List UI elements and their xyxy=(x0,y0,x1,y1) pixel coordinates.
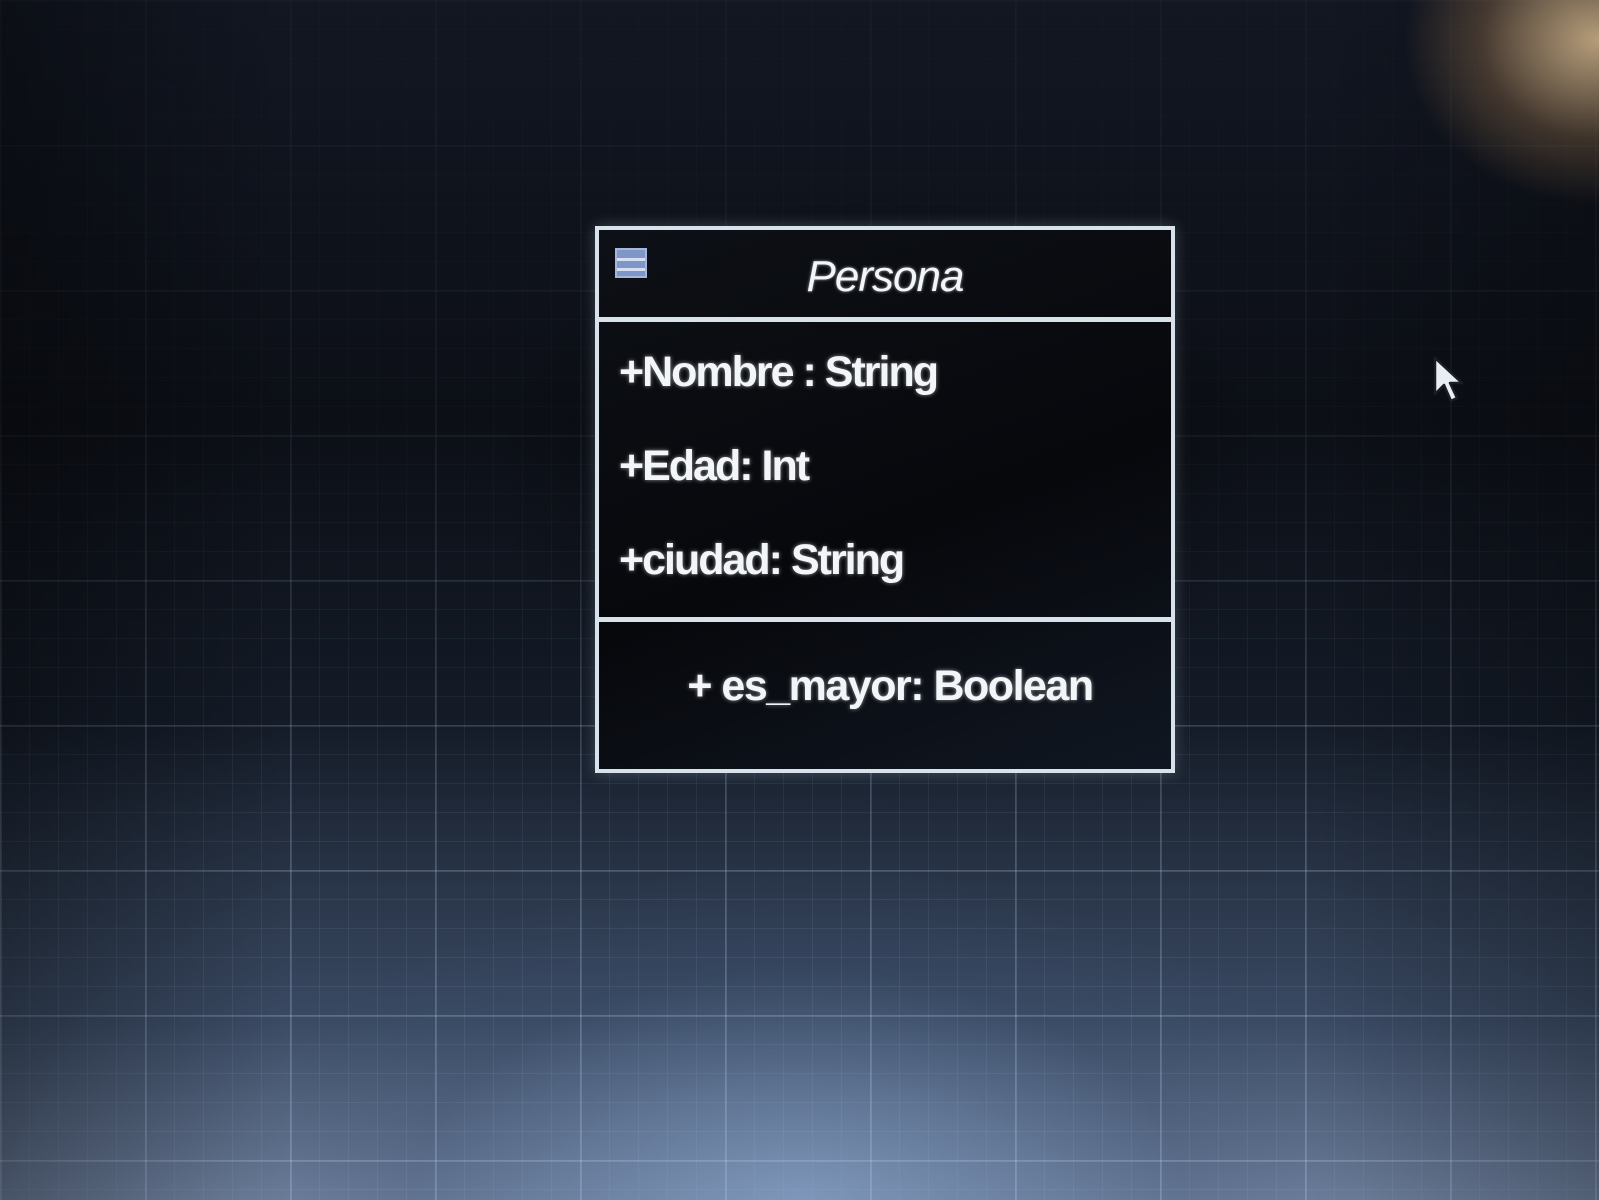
attribute-nombre[interactable]: +Nombre : String xyxy=(619,348,939,396)
uml-class-icon xyxy=(615,248,647,278)
uml-class-persona[interactable]: Persona +Nombre : String +Edad: Int +ciu… xyxy=(595,226,1175,773)
class-name[interactable]: Persona xyxy=(806,252,965,301)
attribute-ciudad[interactable]: +ciudad: String xyxy=(619,536,905,584)
attributes-compartment[interactable]: +Nombre : String +Edad: Int +ciudad: Str… xyxy=(599,322,1171,622)
methods-compartment[interactable]: + es_mayor: Boolean xyxy=(599,622,1171,765)
class-header[interactable]: Persona xyxy=(599,230,1171,322)
attribute-edad[interactable]: +Edad: Int xyxy=(619,442,810,490)
method-es-mayor[interactable]: + es_mayor: Boolean xyxy=(687,662,1094,710)
arrow-cursor-icon xyxy=(1433,356,1464,403)
